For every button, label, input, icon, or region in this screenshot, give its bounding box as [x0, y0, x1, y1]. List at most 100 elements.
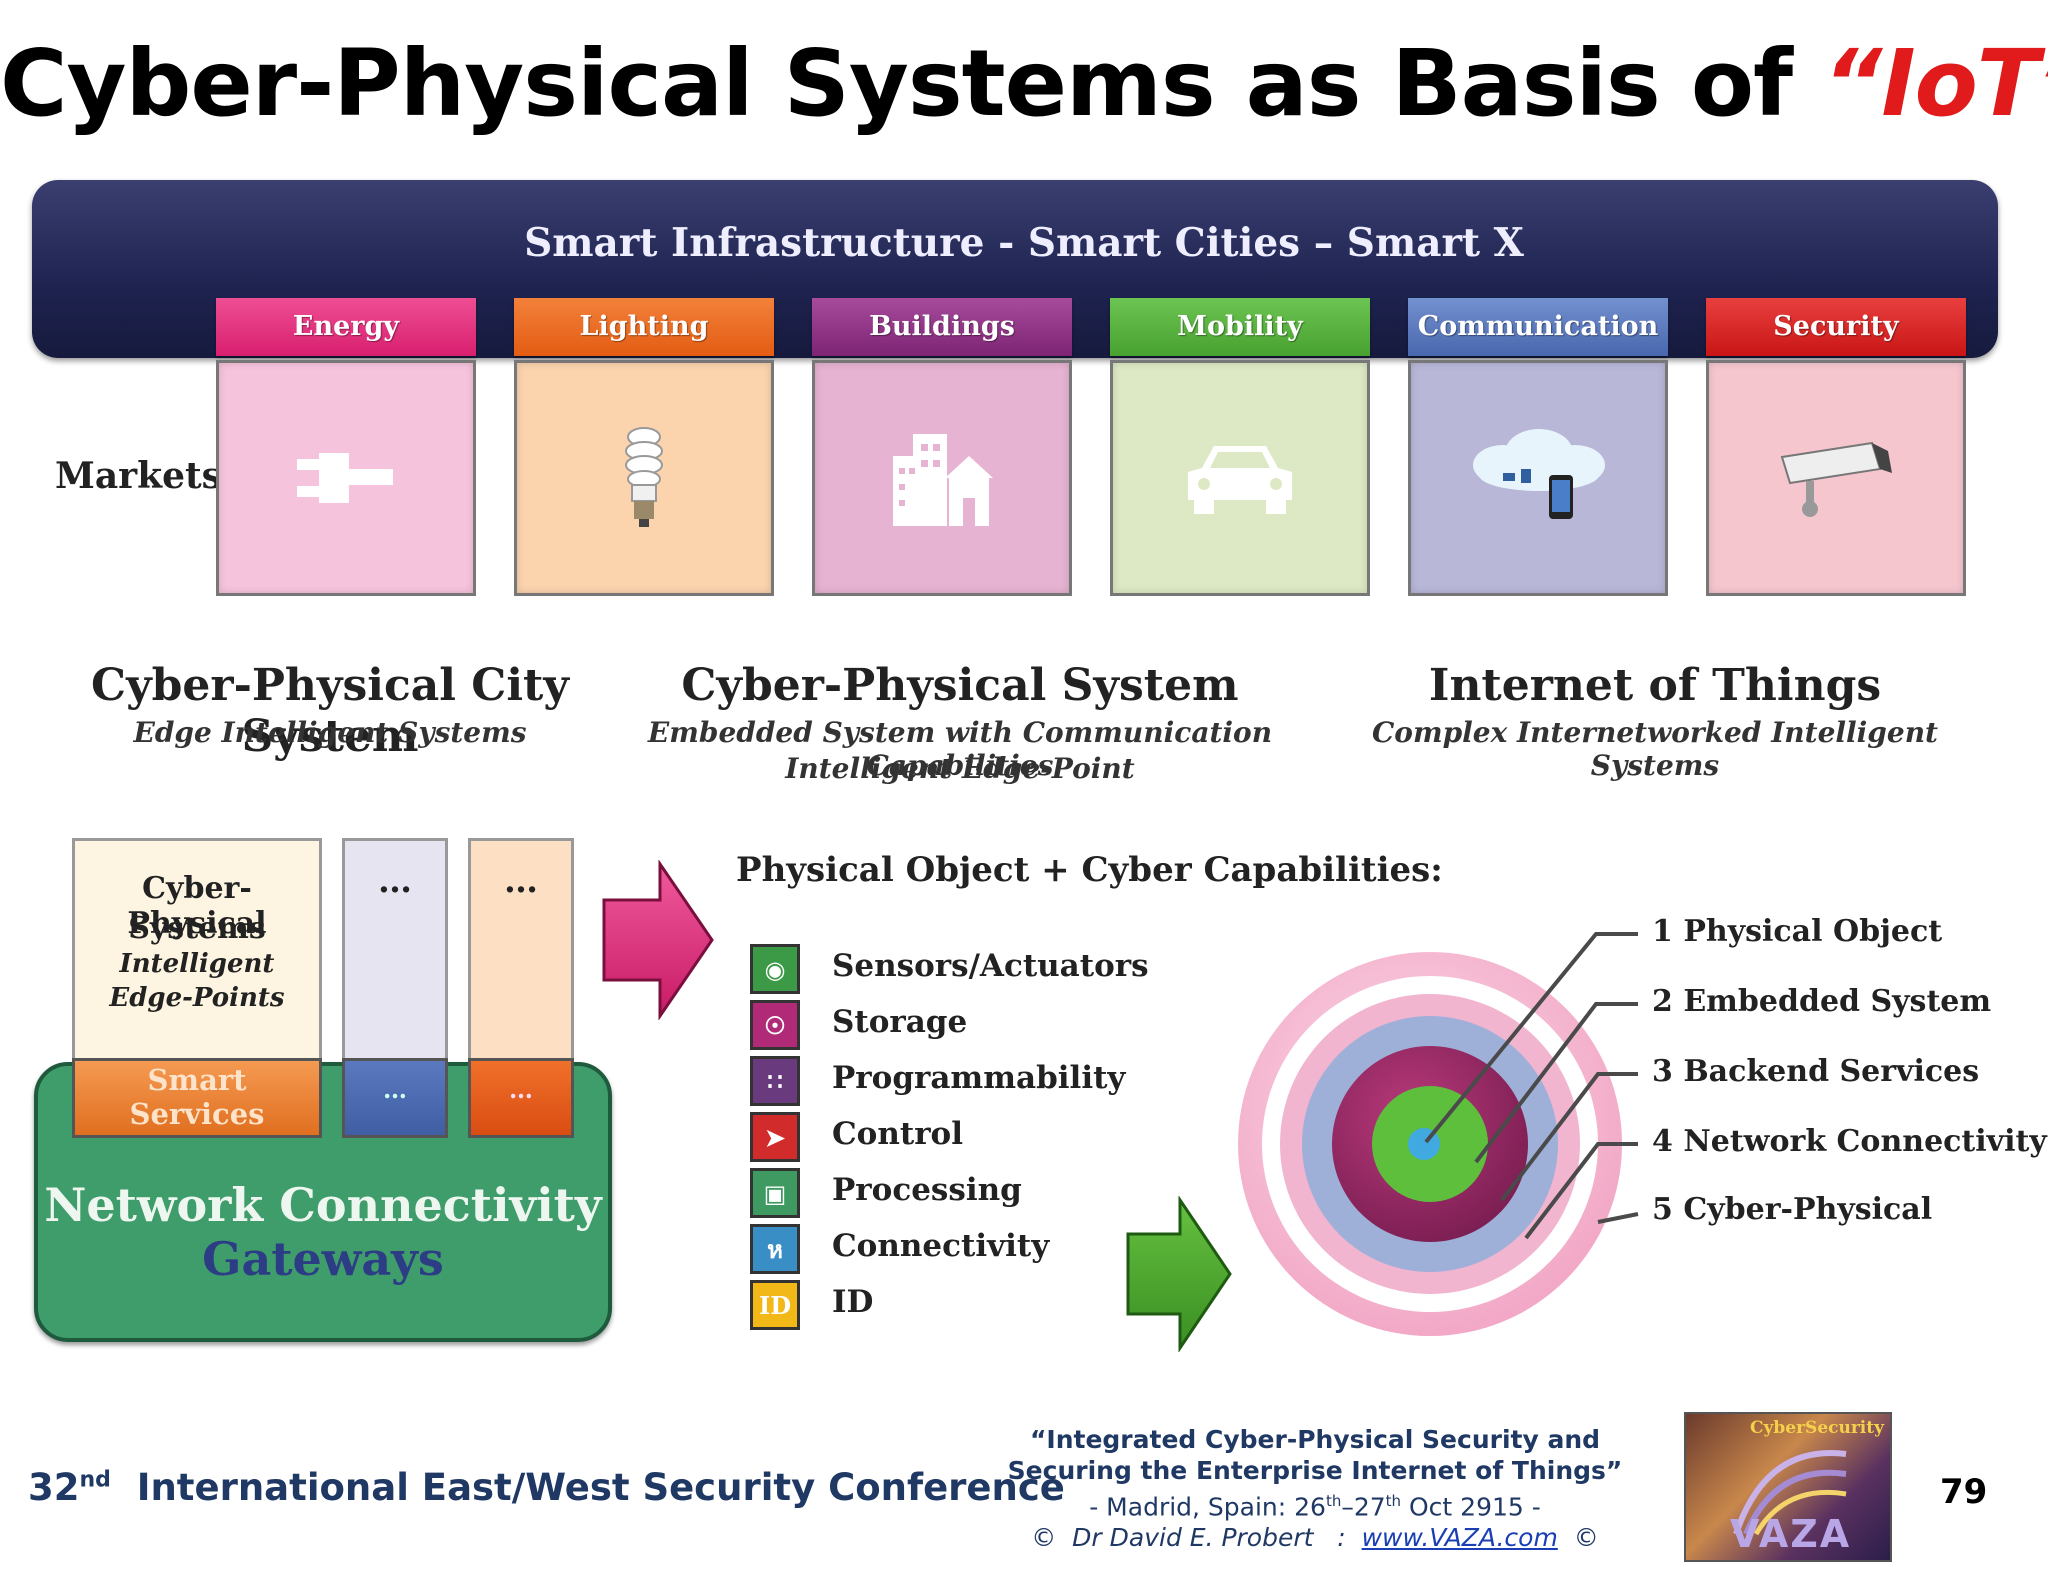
slide-title: Cyber-Physical Systems as Basis of “IoT”	[0, 30, 2048, 137]
pink-arrow-icon	[602, 860, 714, 1020]
layer-label-5: 5 Cyber-Physical	[1652, 1192, 1933, 1227]
market-header: Security	[1706, 298, 1966, 356]
security-camera-icon	[1780, 441, 1892, 517]
leader-line-4	[1524, 1142, 1638, 1240]
conference-ordinal: nd	[79, 1467, 111, 1493]
section-title-city-system: Cyber-Physical City System	[91, 660, 569, 762]
website-link[interactable]: www.VAZA.com	[1361, 1523, 1558, 1553]
cursor-icon: ➤	[750, 1112, 800, 1162]
talk-title-line-2: Securing the Enterprise Internet of Thin…	[1007, 1456, 1623, 1485]
market-body	[514, 360, 774, 596]
cps-column-subtitle-2: Edge-Points	[109, 983, 285, 1013]
section-subtitle-iot: Complex Internetworked Intelligent Syste…	[1372, 716, 1938, 782]
capabilities-title: Physical Object + Cyber Capabilities:	[736, 850, 1443, 890]
talk-location: - Madrid, Spain: 26th–27th Oct 2915 -	[980, 1486, 1650, 1522]
antenna-icon: ห	[750, 1224, 800, 1274]
car-icon	[1188, 446, 1292, 514]
buildings-icon	[893, 434, 993, 526]
location-sup: th	[1385, 1492, 1402, 1510]
id-icon: ID	[750, 1280, 800, 1330]
cps-column-more-1: …	[342, 838, 448, 1066]
services-cell-more-1: …	[342, 1058, 448, 1138]
market-security: Security	[1706, 298, 1966, 596]
light-bulb-icon	[625, 427, 663, 527]
section-title-iot: Internet of Things	[1428, 660, 1882, 711]
copyright-line: © Dr David E. Probert : www.VAZA.com ©	[980, 1522, 1650, 1553]
logo-text-bottom: VAZA	[1730, 1512, 1852, 1556]
leader-line-2	[1474, 1002, 1638, 1164]
layer-label-1: 1 Physical Object	[1652, 914, 1943, 949]
section-subtitle-cps-1: Embedded System with Communication Capab…	[647, 716, 1273, 782]
circuit-icon: ∷	[750, 1056, 800, 1106]
cps-column-title-2: Systems	[128, 911, 266, 946]
services-cell-more-2: …	[468, 1058, 574, 1138]
cps-column-more-2: …	[468, 838, 574, 1066]
market-body	[216, 360, 476, 596]
ellipsis-label: …	[504, 861, 538, 901]
network-connectivity-label: Network Connectivity	[44, 1178, 602, 1232]
cps-layers-diagram	[1238, 932, 1639, 1336]
capability-label: Storage	[832, 1004, 968, 1040]
market-body	[1110, 360, 1370, 596]
gateways-label: Gateways	[202, 1232, 444, 1286]
cloud-phone-icon	[1473, 429, 1605, 519]
smart-services-cell: Smart Services	[72, 1058, 322, 1138]
layer-label-3: 3 Backend Services	[1652, 1054, 1980, 1089]
leader-line-3	[1500, 1072, 1638, 1202]
market-mobility: Mobility	[1110, 298, 1370, 596]
capability-label: Connectivity	[832, 1228, 1050, 1264]
location-text: –27	[1341, 1492, 1386, 1522]
market-body	[812, 360, 1072, 596]
slide-title-highlight: “IoT”	[1823, 30, 2048, 137]
green-arrow-icon	[1126, 1196, 1232, 1352]
talk-info: “Integrated Cyber-Physical Security and …	[980, 1424, 1650, 1553]
market-lighting: Lighting	[514, 298, 774, 596]
section-title-cps: Cyber-Physical System	[681, 660, 1239, 711]
location-text: - Madrid, Spain: 26	[1089, 1492, 1326, 1522]
ellipsis-label: …	[383, 1075, 407, 1104]
smart-services-label-1: Smart	[147, 1063, 247, 1097]
market-header: Energy	[216, 298, 476, 356]
eye-icon: ◉	[750, 944, 800, 994]
copyright-symbol: ©	[1557, 1523, 1599, 1553]
markets-label: Markets	[55, 455, 222, 497]
talk-title-line-1: “Integrated Cyber-Physical Security and	[1029, 1425, 1601, 1454]
market-header: Buildings	[812, 298, 1072, 356]
conference-name: International East/West Security Confere…	[136, 1466, 1065, 1509]
capability-label: Processing	[832, 1172, 1022, 1208]
page-number: 79	[1940, 1472, 1988, 1512]
capability-label: Control	[832, 1116, 963, 1152]
cps-column-subtitle-1: Intelligent	[119, 949, 275, 979]
market-buildings: Buildings	[812, 298, 1072, 596]
smart-services-label-2: Services	[129, 1097, 265, 1131]
copyright-author: © Dr David E. Probert :	[1031, 1523, 1362, 1553]
slide-title-main: Cyber-Physical Systems as Basis of	[0, 30, 1824, 137]
market-body	[1408, 360, 1668, 596]
leader-line-5	[1597, 1212, 1639, 1224]
market-header: Mobility	[1110, 298, 1370, 356]
ellipsis-label: …	[378, 861, 412, 901]
smart-infrastructure-label: Smart Infrastructure - Smart Cities – Sm…	[524, 220, 1524, 266]
conference-label: 32nd International East/West Security Co…	[28, 1466, 1065, 1509]
layer-label-4: 4 Network Connectivity	[1652, 1124, 2047, 1159]
location-text: Oct 2915 -	[1401, 1492, 1541, 1522]
capability-label: ID	[832, 1284, 874, 1320]
logo-graphic	[1733, 1450, 1847, 1536]
capability-label: Sensors/Actuators	[832, 948, 1149, 984]
location-sup: th	[1325, 1492, 1342, 1510]
section-subtitle-cps-2: Intelligent Edge-Point	[785, 752, 1135, 785]
vaza-cybersecurity-logo: CyberSecurity VAZA	[1684, 1412, 1892, 1562]
logo-text-top: CyberSecurity	[1749, 1418, 1884, 1438]
market-body	[1706, 360, 1966, 596]
layer-label-2: 2 Embedded System	[1652, 984, 1992, 1019]
market-header: Communication	[1408, 298, 1668, 356]
market-communication: Communication	[1408, 298, 1668, 596]
market-energy: Energy	[216, 298, 476, 596]
capability-label: Programmability	[832, 1060, 1126, 1096]
ellipsis-label: …	[509, 1075, 533, 1104]
storage-icon: ☉	[750, 1000, 800, 1050]
chip-icon: ▣	[750, 1168, 800, 1218]
leader-line-1	[1424, 932, 1638, 1144]
section-subtitle-city-system: Edge Intelligent Systems	[133, 716, 527, 749]
cps-column-title-1: Cyber-Physical	[127, 871, 267, 941]
